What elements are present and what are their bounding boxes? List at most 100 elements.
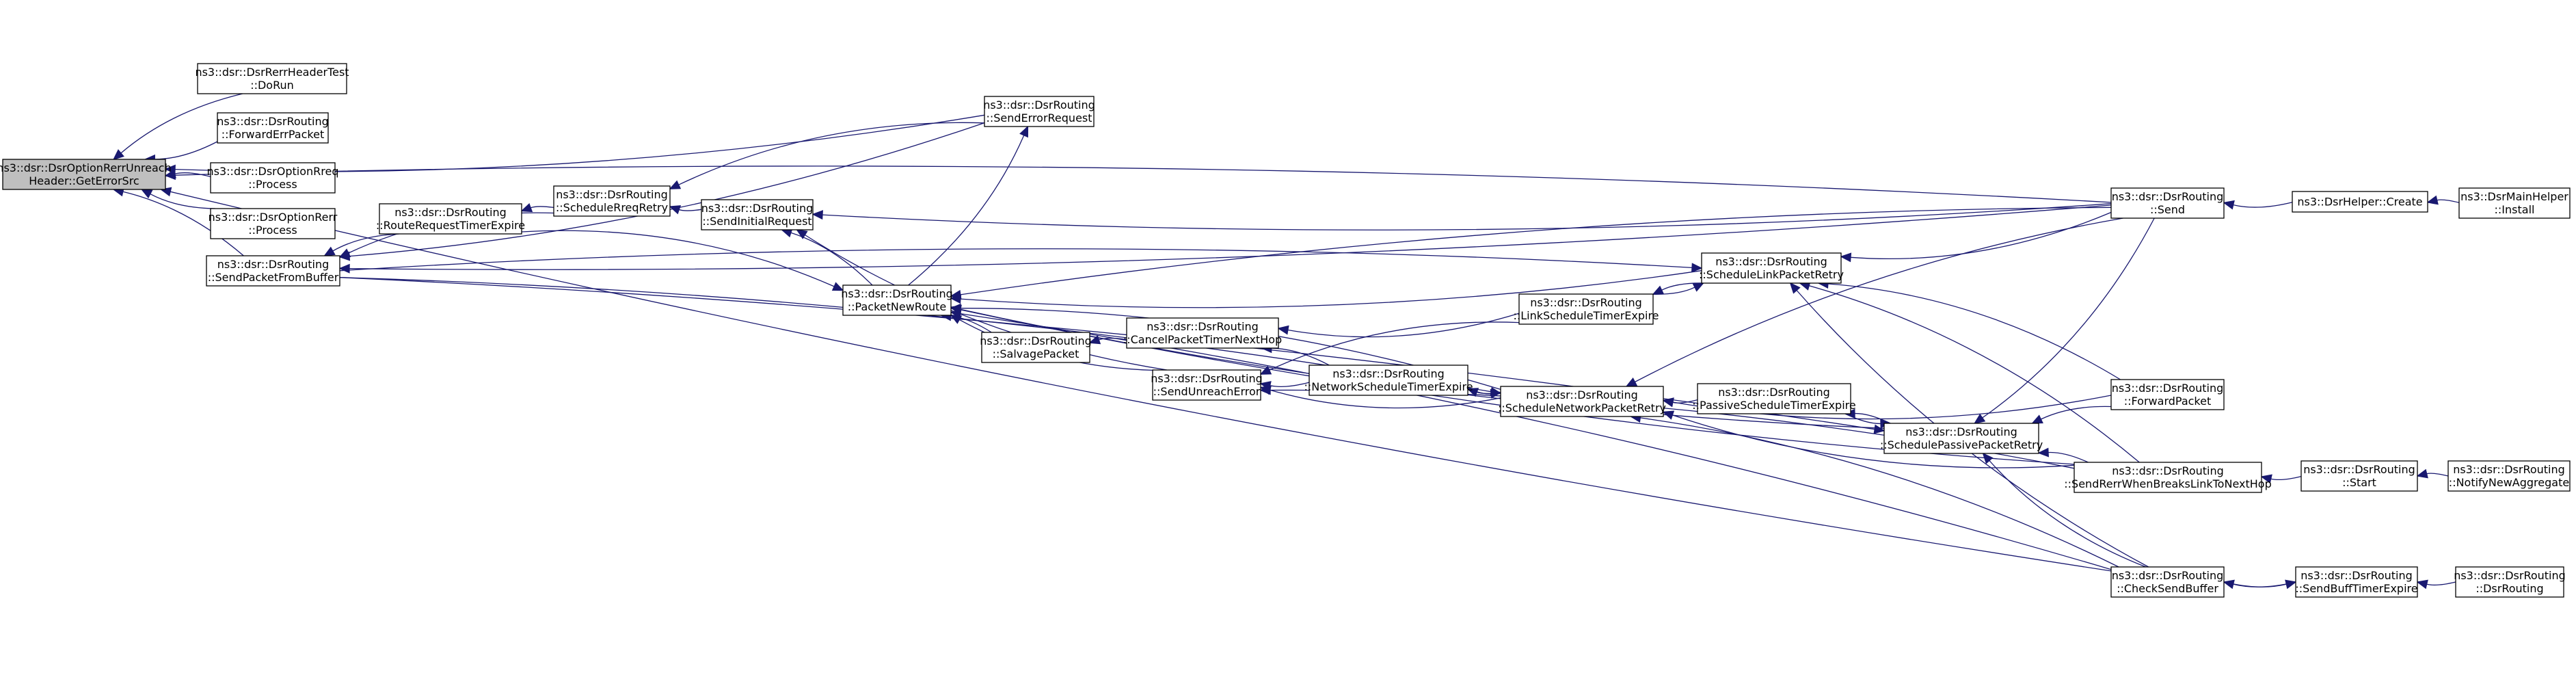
node-label-line: ns3::dsr::DsrRouting bbox=[1718, 386, 1830, 399]
node-schedule-network-packet-retry[interactable]: ns3::dsr::DsrRouting::ScheduleNetworkPac… bbox=[1498, 386, 1666, 417]
node-salvage-packet[interactable]: ns3::dsr::DsrRouting::SalvagePacket bbox=[980, 332, 1092, 363]
node-label-line: ::SendRerrWhenBreaksLinkToNextHop bbox=[2064, 477, 2271, 490]
edge-check-send-buffer-to-send-buff-timer-expire bbox=[2223, 579, 2297, 590]
edge-line bbox=[960, 207, 2112, 295]
node-get-error-src[interactable]: ns3::dsr::DsrOptionRerrUnreachHeader::Ge… bbox=[0, 159, 172, 190]
arrowhead-icon bbox=[1873, 424, 1886, 434]
node-label-line: ::ScheduleLinkPacketRetry bbox=[1699, 268, 1844, 281]
node-label-line: ::SendInitialRequest bbox=[702, 215, 811, 228]
node-option-rreq-process[interactable]: ns3::dsr::DsrOptionRreq::Process bbox=[207, 162, 339, 194]
node-header-test-dorun[interactable]: ns3::dsr::DsrRerrHeaderTest::DoRun bbox=[195, 63, 349, 94]
node-schedule-rreq-retry[interactable]: ns3::dsr::DsrRouting::ScheduleRreqRetry bbox=[553, 185, 671, 217]
arrowhead-icon bbox=[164, 164, 176, 174]
edge-line bbox=[155, 141, 218, 160]
arrowhead-icon bbox=[1019, 125, 1029, 138]
node-label-line: ::DsrRouting bbox=[2476, 582, 2543, 595]
edge-line bbox=[339, 248, 1693, 272]
node-label-line: ns3::dsr::DsrRouting bbox=[2453, 463, 2565, 476]
arrowhead-icon bbox=[338, 263, 350, 274]
edge-line bbox=[1270, 382, 1310, 387]
arrowhead-icon bbox=[831, 282, 844, 291]
edge-send-rerr-when-breaks-link-to-schedule-network-packet-retry bbox=[1662, 410, 2075, 468]
node-label-line: ::Install bbox=[2495, 203, 2535, 216]
edge-line bbox=[1809, 285, 2140, 463]
node-label-line: ns3::dsr::DsrRouting bbox=[1526, 388, 1638, 401]
edge-line bbox=[1672, 414, 2075, 468]
node-box bbox=[1152, 369, 1261, 401]
node-notify-new-aggregate[interactable]: ns3::dsr::DsrRouting::NotifyNewAggregate bbox=[2447, 460, 2571, 492]
node-label-line: ns3::dsr::DsrOptionRerr bbox=[209, 211, 338, 224]
arrowhead-icon bbox=[1789, 282, 1801, 294]
node-label-line: ns3::dsr::DsrRouting bbox=[1146, 320, 1259, 333]
node-option-rerr-process[interactable]: ns3::dsr::DsrOptionRerr::Process bbox=[209, 208, 338, 239]
edge-line bbox=[332, 233, 399, 252]
node-box bbox=[553, 185, 671, 217]
node-route-request-timer-expire[interactable]: ns3::dsr::DsrRouting::RouteRequestTimerE… bbox=[376, 203, 525, 235]
node-box bbox=[1883, 423, 2039, 454]
node-send-rerr-when-breaks-link[interactable]: ns3::dsr::DsrRouting::SendRerrWhenBreaks… bbox=[2064, 462, 2272, 493]
edge-route-request-timer-expire-to-packet-new-route bbox=[521, 230, 844, 291]
edge-line bbox=[530, 206, 554, 209]
edge-line bbox=[122, 191, 244, 256]
node-passive-schedule-timer-expire[interactable]: ns3::dsr::DsrRouting::PassiveScheduleTim… bbox=[1692, 383, 1856, 414]
node-helper-create[interactable]: ns3::DsrHelper::Create bbox=[2292, 191, 2428, 213]
edge-line bbox=[1844, 413, 1881, 425]
node-label-line: ns3::dsr::DsrRouting bbox=[394, 206, 507, 219]
node-schedule-link-packet-retry[interactable]: ns3::dsr::DsrRouting::ScheduleLinkPacket… bbox=[1699, 252, 1844, 284]
node-box bbox=[379, 203, 522, 235]
node-send-initial-request[interactable]: ns3::dsr::DsrRouting::SendInitialRequest bbox=[701, 199, 814, 230]
node-box bbox=[2074, 462, 2262, 493]
edge-line bbox=[1287, 313, 1520, 338]
edge-line bbox=[678, 209, 702, 211]
edge-forward-packet-to-schedule-link-packet-retry bbox=[1817, 279, 2121, 380]
node-label-line: ns3::dsr::DsrRouting bbox=[980, 334, 1092, 347]
node-send-packet-from-buffer[interactable]: ns3::dsr::DsrRouting::SendPacketFromBuff… bbox=[206, 255, 340, 287]
edge-line bbox=[2233, 202, 2293, 208]
node-send-unreach-error[interactable]: ns3::dsr::DsrRouting::SendUnreachError bbox=[1151, 369, 1263, 401]
edge-line bbox=[1269, 321, 1520, 371]
node-label-line: ::SchedulePassivePacketRetry bbox=[1880, 438, 2043, 451]
arrowhead-icon bbox=[811, 210, 824, 220]
node-send[interactable]: ns3::dsr::DsrRouting::Send bbox=[2110, 187, 2225, 219]
arrowhead-icon bbox=[1692, 282, 1705, 292]
node-check-send-buffer[interactable]: ns3::dsr::DsrRouting::CheckSendBuffer bbox=[2110, 566, 2225, 598]
node-label-line: ::SalvagePacket bbox=[993, 347, 1079, 360]
node-link-schedule-timer-expire[interactable]: ns3::dsr::DsrRouting::LinkScheduleTimerE… bbox=[1513, 293, 1659, 325]
arrowhead-icon bbox=[1088, 334, 1101, 345]
node-packet-new-route[interactable]: ns3::dsr::DsrRouting::PacketNewRoute bbox=[841, 285, 953, 316]
node-cancel-packet-timer-next-hop[interactable]: ns3::dsr::DsrRouting::CancelPacketTimerN… bbox=[1123, 317, 1282, 349]
edge-line bbox=[170, 191, 2112, 572]
node-send-error-request[interactable]: ns3::dsr::DsrRouting::SendErrorRequest bbox=[983, 96, 1095, 127]
node-forward-packet[interactable]: ns3::dsr::DsrRouting::ForwardPacket bbox=[2110, 379, 2225, 410]
edge-main-helper-install-to-helper-create bbox=[2426, 195, 2460, 205]
node-box bbox=[981, 332, 1090, 363]
edge-send-to-send-initial-request bbox=[811, 203, 2112, 230]
arrowhead-icon bbox=[2416, 579, 2428, 590]
arrowhead-icon bbox=[520, 203, 533, 213]
arrowhead-icon bbox=[2426, 195, 2439, 205]
node-network-schedule-timer-expire[interactable]: ns3::dsr::DsrRouting::NetworkScheduleTim… bbox=[1304, 365, 1473, 396]
arrowhead-icon bbox=[1691, 263, 1703, 273]
node-label-line: ns3::dsr::DsrRouting bbox=[701, 202, 814, 215]
edge-line bbox=[2048, 451, 2089, 463]
node-label-line: ns3::dsr::DsrRouting bbox=[217, 115, 329, 128]
node-schedule-passive-packet-retry[interactable]: ns3::dsr::DsrRouting::SchedulePassivePac… bbox=[1880, 423, 2043, 454]
edge-send-packet-from-buffer-to-schedule-link-packet-retry bbox=[339, 248, 1703, 273]
node-forward-err-packet[interactable]: ns3::dsr::DsrRouting::ForwardErrPacket bbox=[217, 112, 329, 144]
node-box bbox=[1500, 386, 1664, 417]
node-dsr-routing-ctor[interactable]: ns3::dsr::DsrRouting::DsrRouting bbox=[2454, 566, 2566, 598]
edge-line bbox=[150, 194, 215, 209]
node-box bbox=[2455, 566, 2564, 598]
node-start[interactable]: ns3::dsr::DsrRouting::Start bbox=[2300, 460, 2418, 492]
node-label-line: ns3::dsr::DsrOptionRreq bbox=[207, 165, 339, 178]
node-main-helper-install[interactable]: ns3::DsrMainHelper::Install bbox=[2458, 187, 2571, 219]
arrowhead-icon bbox=[2037, 447, 2049, 458]
node-label-line: ::NetworkScheduleTimerExpire bbox=[1304, 380, 1473, 393]
node-label-line: ns3::dsr::DsrRouting bbox=[1905, 425, 2017, 438]
edge-line bbox=[908, 135, 1025, 286]
node-send-buff-timer-expire[interactable]: ns3::dsr::DsrRouting::SendBuffTimerExpir… bbox=[2295, 566, 2418, 598]
node-label-line: ns3::dsr::DsrRouting bbox=[1530, 296, 1642, 309]
node-box bbox=[217, 112, 329, 144]
node-label-line: ns3::dsr::DsrRouting bbox=[556, 188, 668, 201]
